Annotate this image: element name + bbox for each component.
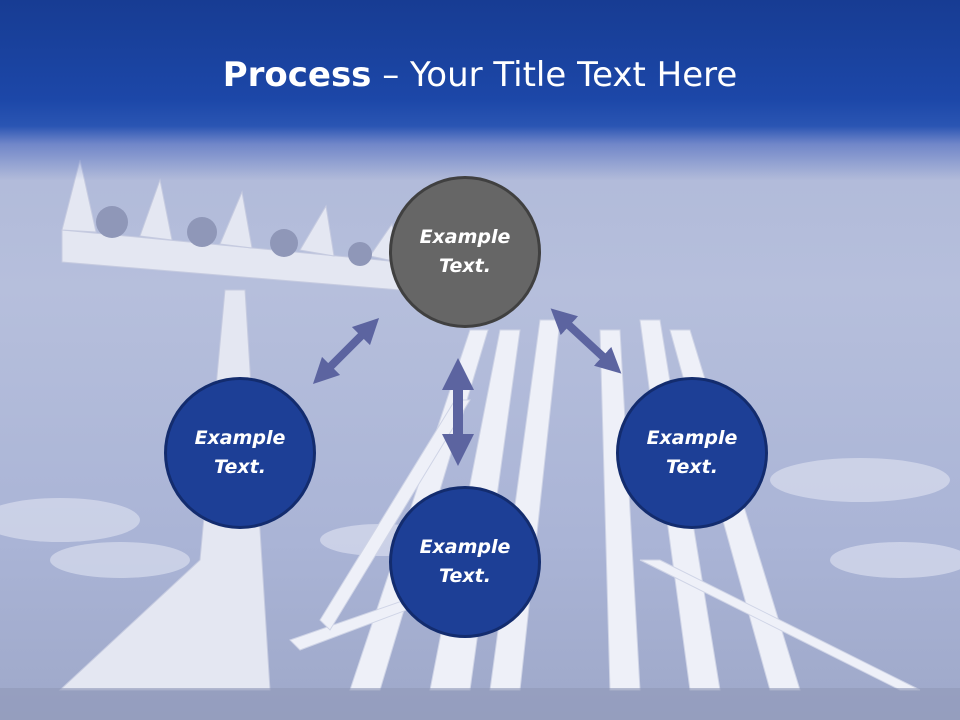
process-node-left: Example Text. xyxy=(164,377,316,529)
node-right-label: Example Text. xyxy=(646,427,738,478)
node-left-label: Example Text. xyxy=(194,427,286,478)
process-node-top: Example Text. xyxy=(389,176,541,328)
arrow-top-left xyxy=(312,317,380,385)
page-title: Process – Your Title Text Here xyxy=(0,52,960,98)
title-rest: – Your Title Text Here xyxy=(371,55,738,95)
process-node-bottom: Example Text. xyxy=(389,486,541,638)
arrow-top-right xyxy=(550,308,622,374)
header-band xyxy=(0,0,960,180)
title-bold: Process xyxy=(222,55,372,95)
process-node-right: Example Text. xyxy=(616,377,768,529)
node-bottom-label: Example Text. xyxy=(419,536,511,587)
node-top-label: Example Text. xyxy=(419,226,511,277)
